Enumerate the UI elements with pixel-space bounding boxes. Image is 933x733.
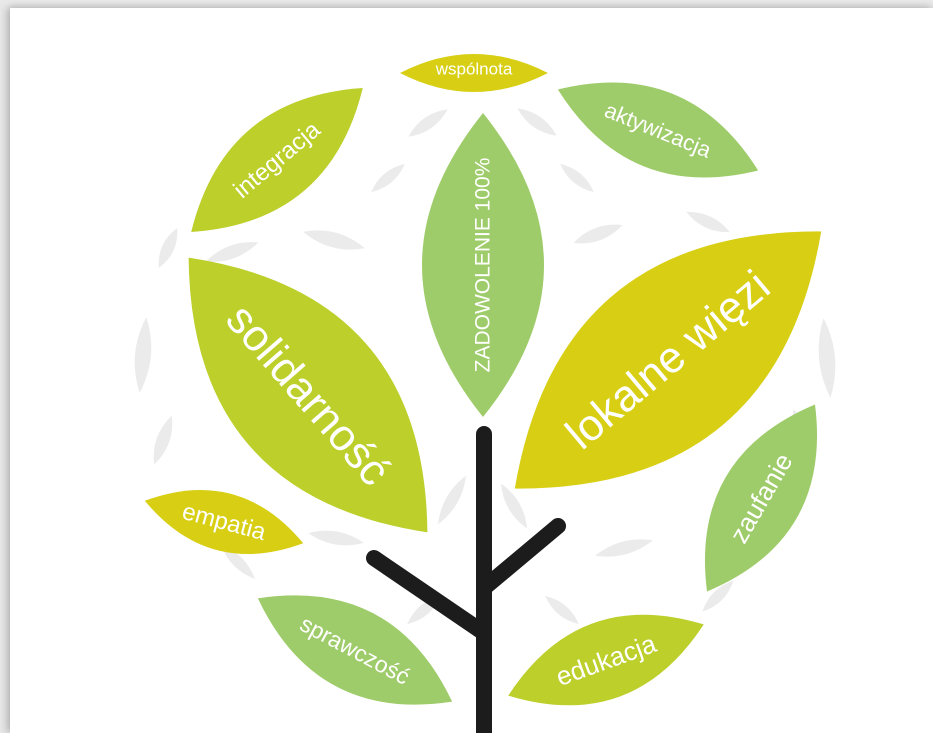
pale-leaf [573, 224, 623, 244]
leaf-integracja: integracja [191, 88, 363, 232]
leaf-shape [257, 595, 453, 705]
leaf-shape [508, 614, 704, 706]
pale-leaf [818, 318, 836, 398]
pale-leaf [686, 211, 730, 233]
pale-leaf [158, 228, 178, 268]
pale-leaf [595, 539, 653, 557]
leaf-shape [144, 490, 304, 554]
pale-leaf [438, 475, 466, 525]
pale-leaf [702, 580, 734, 612]
branch-right [476, 518, 566, 596]
tree-trunk [366, 426, 566, 733]
leaf-aktywizacja: aktywizacja [557, 82, 759, 178]
leaf-zaufanie: zaufanie [704, 404, 818, 592]
pale-leaf [517, 108, 557, 136]
leaf-shape [188, 257, 428, 533]
pale-leaf [205, 242, 259, 262]
pale-leaf [371, 163, 405, 193]
leaf-edukacja: edukacja [508, 614, 704, 706]
pale-leaf [221, 545, 255, 579]
leaf-empatia: empatia [144, 490, 304, 554]
pale-leaf [153, 415, 173, 465]
pale-leaf [408, 109, 448, 137]
leaf-label-zadowolenie: ZADOWOLENIE 100% [472, 158, 495, 373]
pale-leaf [545, 595, 579, 625]
branch-left [366, 550, 492, 641]
leaf-label-wspolnota: wspólnota [435, 60, 513, 79]
pale-leaf [134, 317, 152, 393]
leaf-zadowolenie: ZADOWOLENIE 100% [422, 113, 544, 417]
leaf-shape [557, 82, 759, 178]
pale-leaf [501, 483, 527, 529]
leaf-shape [422, 113, 544, 417]
leaf-sprawczosc: sprawczość [257, 595, 453, 705]
pale-leaf [303, 230, 365, 250]
leaf-shape [514, 231, 822, 489]
leaf-wspolnota: wspólnota [400, 54, 548, 92]
leaf-shape [704, 404, 818, 592]
leaf-shape [400, 54, 548, 92]
leaf-shape [191, 88, 363, 232]
pale-leaf [407, 595, 441, 625]
pale-leaf [308, 530, 364, 546]
pale-leaf [560, 163, 594, 193]
